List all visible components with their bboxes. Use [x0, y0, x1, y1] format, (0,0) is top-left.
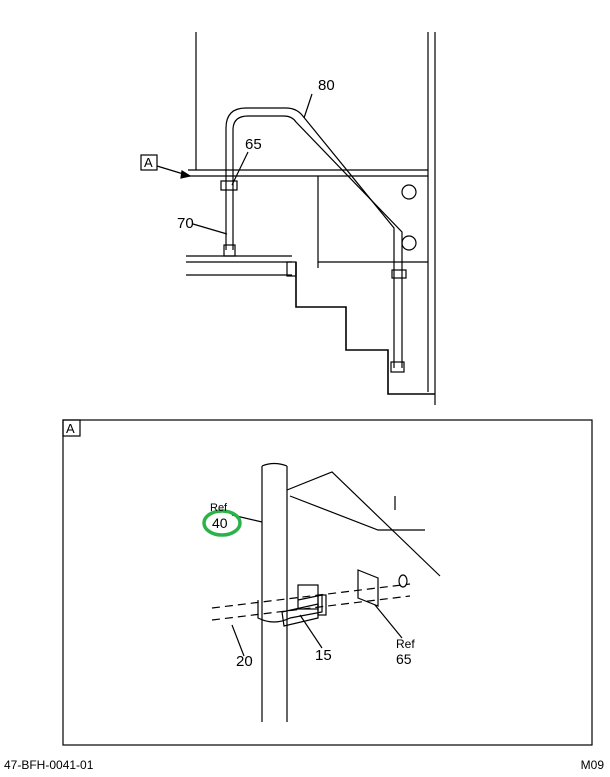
- handrail-inner: [232, 115, 403, 368]
- detail-view: [62, 419, 593, 746]
- label-65: 65: [245, 136, 262, 153]
- sheet-code: M09: [580, 758, 604, 772]
- label-80: 80: [318, 77, 335, 94]
- drawing-number: 47-BFH-0041-01: [4, 758, 94, 772]
- rail-end-cap: [286, 261, 297, 277]
- detail-title: A: [66, 421, 75, 436]
- label-70: 70: [177, 215, 194, 232]
- deck-plate-edge: [286, 471, 441, 577]
- clamp-band: [257, 594, 323, 623]
- ref-65-num: 65: [396, 651, 412, 667]
- callout-a-box: [140, 154, 158, 171]
- leader-65: [231, 151, 249, 186]
- bolt-axis-lower: [211, 595, 411, 621]
- callout-a-arrow: [180, 170, 192, 179]
- handrail-outer: [225, 107, 395, 368]
- deck-plate-inner: [289, 495, 425, 531]
- tank-port-lower: [401, 235, 417, 251]
- clamp-lower: [391, 269, 407, 279]
- top-view: [140, 32, 436, 405]
- ref-40-num: 40: [212, 515, 228, 531]
- leader-80: [303, 93, 313, 119]
- callout-a-letter: A: [144, 155, 153, 170]
- leader-15: [299, 614, 323, 649]
- clamp-65-upper: [220, 180, 238, 191]
- detail-frame: [62, 419, 593, 746]
- label-15: 15: [315, 647, 332, 664]
- tube-top: [261, 462, 288, 467]
- label-20: 20: [236, 653, 253, 670]
- ref-40-ref: Ref: [210, 502, 228, 514]
- bolt-end: [398, 574, 408, 588]
- detail-title-box: [62, 419, 81, 437]
- plate-65: [357, 569, 379, 607]
- post-foot: [223, 244, 236, 257]
- leader-65-detail: [374, 604, 403, 639]
- highlight-ring-40: [202, 509, 242, 537]
- bolt-axis-upper: [211, 583, 411, 609]
- leader-70: [192, 223, 228, 235]
- handrail-foot: [390, 361, 405, 373]
- ref-65-ref: Ref: [396, 637, 415, 651]
- step-profile: [295, 262, 435, 395]
- leader-20: [231, 624, 245, 657]
- bracket-15: [281, 603, 319, 627]
- tank-port-upper: [401, 184, 417, 200]
